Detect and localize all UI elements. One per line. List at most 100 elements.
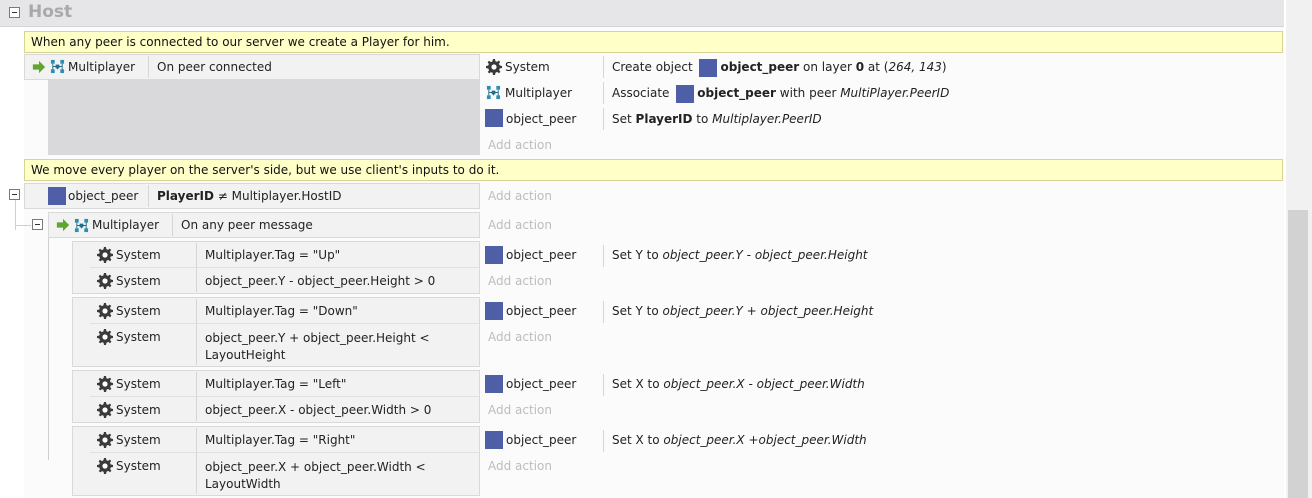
subevent-down-add-action[interactable]: Add action <box>488 330 552 344</box>
column-divider <box>148 56 149 78</box>
subevent-up-c2-text: object_peer.Y - object_peer.Height > 0 <box>205 274 436 288</box>
comment-2[interactable]: We move every player on the server's sid… <box>24 159 1283 181</box>
subevent-right-c1-object: System <box>116 433 161 447</box>
event3-collapse-toggle[interactable] <box>32 219 43 230</box>
object-peer-icon <box>485 375 503 393</box>
action1-layer: 0 <box>855 60 865 74</box>
event1-condition-object: Multiplayer <box>68 60 136 74</box>
gear-icon <box>97 329 113 345</box>
comment-1[interactable]: When any peer is connected to our server… <box>24 31 1283 53</box>
group-header[interactable] <box>0 0 1284 27</box>
scrollbar-thumb[interactable] <box>1288 210 1308 498</box>
event2-condition-text: PlayerID ≠ Multiplayer.HostID <box>157 183 342 209</box>
event2-condition-row[interactable] <box>24 183 480 209</box>
subevent-up-add-action[interactable]: Add action <box>488 274 552 288</box>
subevent-left-c1-object: System <box>116 377 161 391</box>
action2-associate[interactable]: Associate object_peer with peer MultiPla… <box>612 80 949 106</box>
column-divider <box>603 245 604 267</box>
column-divider <box>603 430 604 452</box>
action-expression: object_peer.Y - object_peer.Height <box>662 248 868 262</box>
column-divider <box>172 214 173 236</box>
object-peer-icon <box>48 187 66 205</box>
event2-collapse-toggle[interactable] <box>9 189 20 200</box>
action1-text-end: ) <box>941 60 947 74</box>
column-divider <box>148 185 149 207</box>
action2-peer-id: MultiPlayer.PeerID <box>840 86 950 100</box>
row-divider <box>90 452 479 453</box>
subevent-right-action-object: object_peer <box>506 433 577 447</box>
event2-condition-object: object_peer <box>68 189 139 203</box>
action-text-pre: Set Y to <box>612 304 663 318</box>
action1-create-object[interactable]: Create object object_peer on layer 0 at … <box>612 54 947 80</box>
gear-icon <box>97 432 113 448</box>
row-divider <box>90 267 479 268</box>
column-divider <box>196 372 197 421</box>
c2-line1: object_peer.X + object_peer.Width < <box>205 460 426 474</box>
subevent-left-add-action[interactable]: Add action <box>488 403 552 417</box>
multiplayer-icon <box>486 85 501 100</box>
gear-icon <box>97 303 113 319</box>
subevent-down[interactable] <box>72 297 480 367</box>
gear-icon <box>97 247 113 263</box>
subevent-right-c1-text: Multiplayer.Tag = "Right" <box>205 433 356 447</box>
action2-object-name: object_peer <box>697 86 776 100</box>
action1-coords: 264, 143 <box>888 60 942 74</box>
event3-add-action[interactable]: Add action <box>488 218 552 232</box>
gear-icon <box>97 273 113 289</box>
column-divider <box>603 56 604 78</box>
tree-line <box>48 238 49 460</box>
event1-add-action[interactable]: Add action <box>488 138 552 152</box>
object-peer-icon <box>485 431 503 449</box>
object-peer-icon <box>485 302 503 320</box>
action3-object: object_peer <box>506 112 577 126</box>
object-peer-icon <box>485 109 503 127</box>
event2-compare: ≠ Multiplayer.HostID <box>213 189 342 203</box>
subevent-up-action-object: object_peer <box>506 248 577 262</box>
subevent-right-c2-text: object_peer.X + object_peer.Width < Layou… <box>205 459 426 493</box>
action-expression: object_peer.Y + object_peer.Height <box>662 304 874 318</box>
action3-set-playerid[interactable]: Set PlayerID to Multiplayer.PeerID <box>612 106 822 132</box>
object-peer-icon <box>699 58 718 77</box>
subevent-down-c2-text: object_peer.Y + object_peer.Height <Layo… <box>205 330 430 364</box>
action1-object-name: object_peer <box>720 60 800 74</box>
subevent-right[interactable] <box>72 426 480 496</box>
group-collapse-toggle[interactable] <box>9 7 20 18</box>
event1-condition-empty <box>48 80 480 155</box>
action2-text-mid: with peer <box>775 86 841 100</box>
subevent-right-add-action[interactable]: Add action <box>488 459 552 473</box>
subevent-down-action[interactable]: Set Y to object_peer.Y + object_peer.Hei… <box>612 298 873 324</box>
subevent-down-c2-object: System <box>116 330 161 344</box>
row-divider <box>90 323 479 324</box>
action3-text-mid: to <box>692 112 713 126</box>
column-divider <box>603 374 604 396</box>
action2-object: Multiplayer <box>505 86 573 100</box>
row-divider <box>90 396 479 397</box>
gear-icon <box>486 59 502 75</box>
tree-line <box>15 200 16 230</box>
column-divider <box>196 428 197 494</box>
subevent-left-action[interactable]: Set X to object_peer.X - object_peer.Wid… <box>612 371 865 397</box>
column-divider <box>603 82 604 104</box>
subevent-up-action[interactable]: Set Y to object_peer.Y - object_peer.Hei… <box>612 242 868 268</box>
event3-condition-row[interactable] <box>48 212 480 238</box>
event1-condition-text: On peer connected <box>157 60 272 74</box>
tree-line <box>15 225 31 226</box>
event1-condition-row[interactable] <box>24 54 480 80</box>
action-text-pre: Set X to <box>612 433 664 447</box>
subevent-right-action[interactable]: Set X to object_peer.X +object_peer.Widt… <box>612 427 867 453</box>
object-peer-icon <box>485 246 503 264</box>
action1-text-pre: Create object <box>612 60 697 74</box>
action3-text-pre: Set <box>612 112 636 126</box>
subevent-down-c1-object: System <box>116 304 161 318</box>
action2-text-pre: Associate <box>612 86 674 100</box>
action1-text-mid: on layer <box>799 60 856 74</box>
action-text-pre: Set X to <box>612 377 664 391</box>
object-peer-icon <box>676 84 695 103</box>
event2-var: PlayerID <box>157 189 214 203</box>
event2-add-action[interactable]: Add action <box>488 189 552 203</box>
multiplayer-icon <box>74 218 89 233</box>
action-text-pre: Set Y to <box>612 248 663 262</box>
c2-line2: LayoutWidth <box>205 477 281 491</box>
c2-line2: LayoutHeight <box>205 348 286 362</box>
trigger-arrow-icon <box>56 218 70 232</box>
